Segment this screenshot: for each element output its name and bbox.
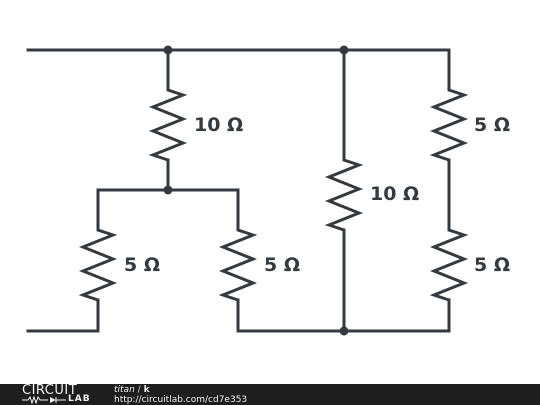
resistor-label: 10 Ω bbox=[370, 183, 419, 205]
logo-circuit-icon bbox=[22, 396, 66, 404]
resistor-r1: 10 Ω bbox=[148, 84, 243, 162]
resistor-symbol bbox=[148, 84, 188, 162]
attribution-separator: / bbox=[137, 385, 141, 395]
resistor-symbol bbox=[429, 84, 469, 162]
author-name[interactable]: titan bbox=[114, 385, 135, 395]
resistor-symbol bbox=[78, 224, 118, 302]
resistor-r6: 5 Ω bbox=[429, 224, 510, 302]
resistor-symbol bbox=[324, 154, 364, 232]
junctions bbox=[163, 45, 349, 336]
resistor-r2: 5 Ω bbox=[78, 224, 160, 302]
split-left-lower-wire bbox=[26, 298, 100, 333]
footer-bar: CIRCUIT LAB titan / k http://circuitlab.… bbox=[0, 384, 540, 405]
resistor-label: 5 Ω bbox=[124, 254, 160, 276]
resistor-r5: 5 Ω bbox=[429, 84, 510, 162]
resistor-label: 5 Ω bbox=[264, 254, 300, 276]
circuit-title[interactable]: k bbox=[143, 385, 150, 395]
resistor-symbol bbox=[429, 224, 469, 302]
circuit-url-link[interactable]: http://circuitlab.com/cd7e353 bbox=[114, 395, 248, 405]
junction-dot bbox=[163, 45, 173, 55]
resistor-r4: 10 Ω bbox=[324, 154, 419, 232]
junction-dot bbox=[339, 326, 349, 336]
logo-wordmark-top: CIRCUIT bbox=[22, 383, 78, 398]
circuit-schematic: 10 Ω 5 Ω 5 Ω 10 Ω 5 Ω 5 Ω bbox=[26, 45, 510, 336]
resistor-label: 5 Ω bbox=[474, 254, 510, 276]
resistor-label: 10 Ω bbox=[194, 114, 243, 136]
resistor-symbol bbox=[218, 224, 258, 302]
resistor-label: 5 Ω bbox=[474, 114, 510, 136]
junction-dot bbox=[163, 185, 173, 195]
logo-wordmark-bottom: LAB bbox=[68, 394, 91, 404]
junction-dot bbox=[339, 45, 349, 55]
circuit-attribution: titan / k bbox=[114, 385, 150, 395]
resistor-r3: 5 Ω bbox=[218, 224, 300, 302]
circuitlab-logo: CIRCUIT LAB bbox=[22, 384, 100, 405]
